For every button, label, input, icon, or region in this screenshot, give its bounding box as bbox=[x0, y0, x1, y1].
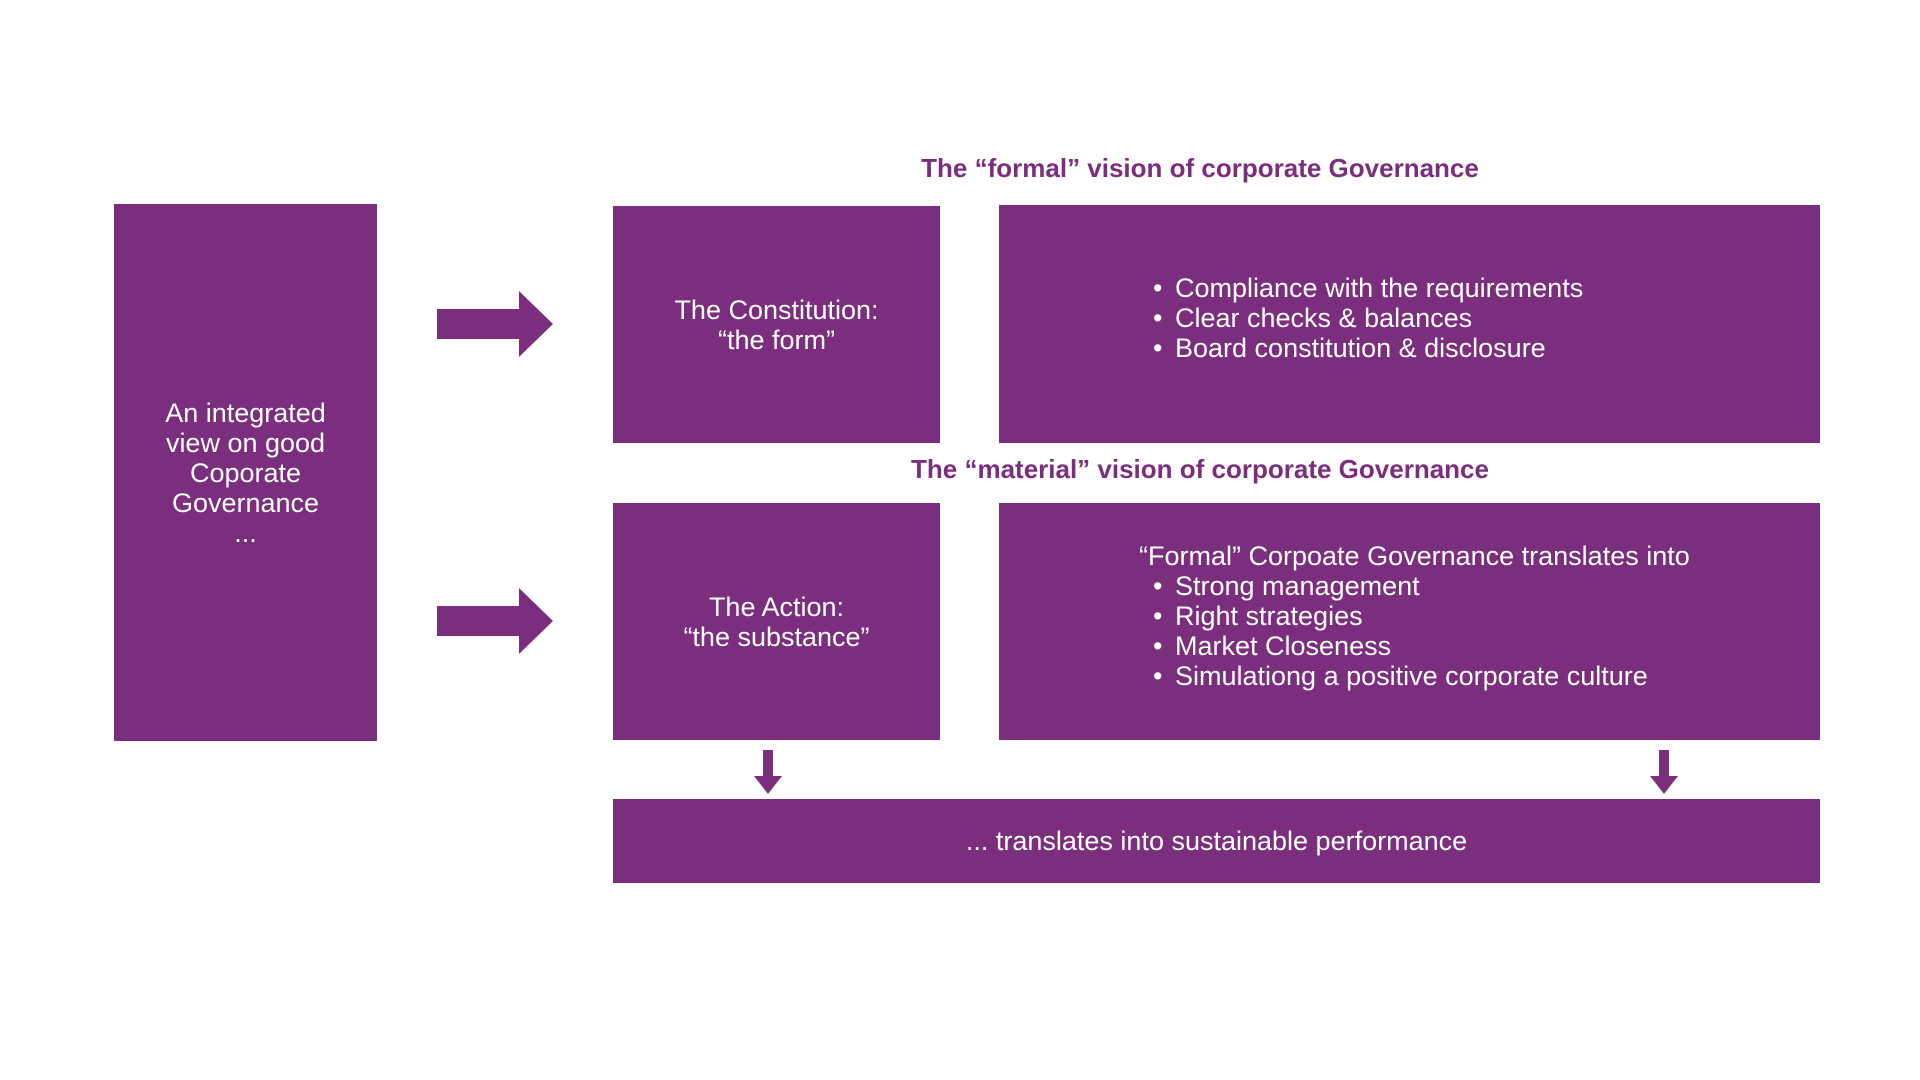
integrated-view-line: An integrated bbox=[165, 397, 326, 428]
material-point: Right strategies bbox=[1153, 601, 1690, 631]
material-point: Simulationg a positive corporate culture bbox=[1153, 661, 1690, 691]
action-line: “the substance” bbox=[683, 621, 870, 652]
sustainable-performance-box: ... translates into sustainable performa… bbox=[613, 799, 1820, 883]
sustainable-performance-text: ... translates into sustainable performa… bbox=[965, 826, 1468, 856]
integrated-view-line: ... bbox=[234, 517, 257, 548]
down-arrow-icon bbox=[754, 750, 782, 794]
material-intro: “Formal” Corpoate Governance translates … bbox=[1139, 541, 1690, 571]
integrated-view-line: view on good bbox=[165, 427, 326, 458]
integrated-view-line: Coporate bbox=[189, 457, 302, 488]
formal-point: Clear checks & balances bbox=[1153, 303, 1583, 333]
material-points-list: Strong management Right strategies Marke… bbox=[1153, 571, 1690, 691]
material-points-content: “Formal” Corpoate Governance translates … bbox=[1139, 541, 1690, 691]
formal-points-box: Compliance with the requirements Clear c… bbox=[999, 205, 1820, 443]
formal-point: Board constitution & disclosure bbox=[1153, 333, 1583, 363]
integrated-view-text: An integrated view on good Coporate Gove… bbox=[165, 398, 326, 548]
action-box: The Action: “the substance” bbox=[613, 503, 940, 740]
constitution-line: “the form” bbox=[717, 324, 835, 355]
constitution-line: The Constitution: bbox=[674, 294, 879, 325]
formal-points-list: Compliance with the requirements Clear c… bbox=[1153, 273, 1583, 363]
material-point: Market Closeness bbox=[1153, 631, 1690, 661]
down-arrow-icon bbox=[1650, 750, 1678, 794]
formal-vision-heading: The “formal” vision of corporate Governa… bbox=[921, 153, 1479, 183]
integrated-view-box: An integrated view on good Coporate Gove… bbox=[114, 204, 377, 741]
action-text: The Action: “the substance” bbox=[683, 592, 869, 652]
right-arrow-icon bbox=[437, 588, 553, 654]
integrated-view-line: Governance bbox=[171, 487, 320, 518]
material-point: Strong management bbox=[1153, 571, 1690, 601]
constitution-text: The Constitution: “the form” bbox=[674, 295, 878, 355]
right-arrow-icon bbox=[437, 291, 553, 357]
material-points-box: “Formal” Corpoate Governance translates … bbox=[999, 503, 1820, 740]
formal-point: Compliance with the requirements bbox=[1153, 273, 1583, 303]
material-vision-heading: The “material” vision of corporate Gover… bbox=[911, 454, 1489, 484]
constitution-box: The Constitution: “the form” bbox=[613, 206, 940, 443]
action-line: The Action: bbox=[708, 591, 845, 622]
